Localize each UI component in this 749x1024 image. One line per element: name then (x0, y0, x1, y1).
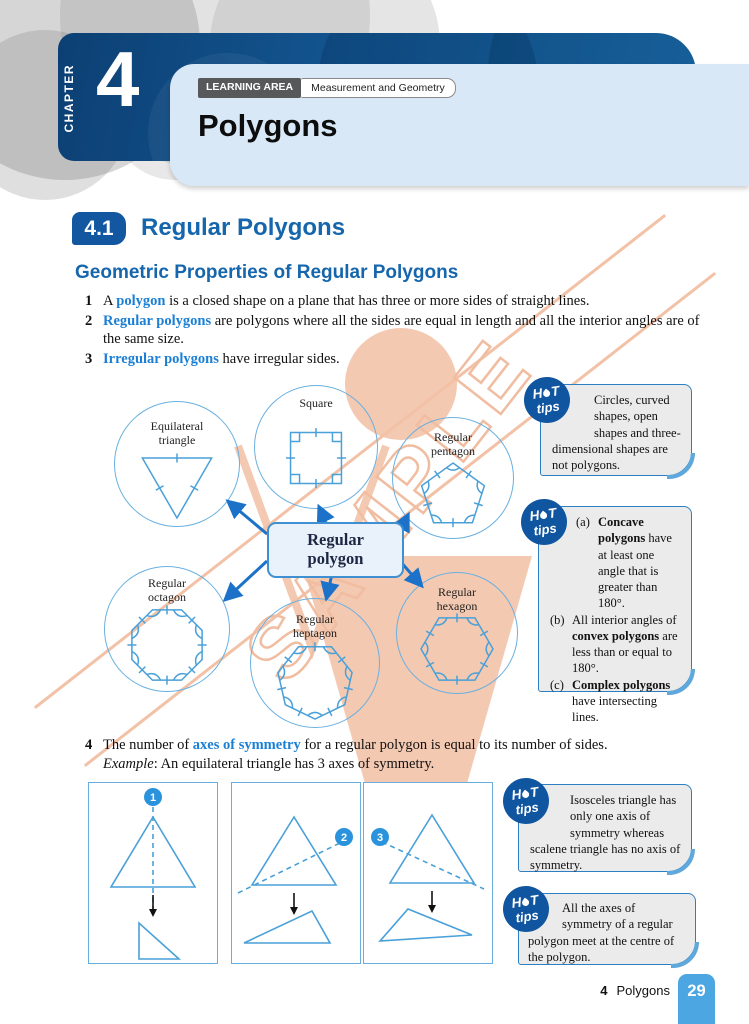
tip-text: All the axes of symmetry of a regular po… (528, 901, 675, 964)
tip-text: Circles, curved shapes, open shapes and … (552, 393, 681, 472)
circle-square: Square (254, 385, 378, 509)
chapter-banner: LEARNING AREA Measurement and Geometry P… (170, 64, 749, 186)
svg-text:1: 1 (150, 792, 156, 804)
chapter-label: CHAPTER (62, 64, 76, 133)
term-irregular-polygons: Irregular polygons (103, 350, 219, 367)
triangle-shape (141, 453, 213, 520)
term-regular-polygons: Regular polygons (103, 312, 212, 329)
circle-regular-hexagon: Regular hexagon (396, 572, 518, 694)
octagon-shape (127, 605, 207, 685)
heptagon-shape (277, 642, 353, 720)
term-axes-of-symmetry: axes of symmetry (192, 737, 301, 753)
learning-area-row: LEARNING AREA Measurement and Geometry (198, 78, 456, 98)
regular-polygon-box: Regular polygon (267, 522, 404, 578)
list-item: 1 A polygon is a closed shape on a plane… (85, 293, 590, 309)
example-label: Example (103, 755, 154, 772)
learning-area-value: Measurement and Geometry (301, 78, 456, 98)
list-item: 2 Regular polygons are polygons where al… (85, 312, 700, 347)
page-number-tab: 29 (678, 974, 715, 1024)
hexagon-shape (420, 613, 494, 685)
list-item: 3 Irregular polygons have irregular side… (85, 350, 340, 367)
section-number-badge: 4.1 (72, 212, 126, 245)
circle-equilateral-triangle: Equilateral triangle (114, 401, 240, 527)
tip-item-b: (b) All interior angles of convex polygo… (550, 612, 678, 676)
symmetry-box-3: 3 (363, 782, 493, 964)
shape-label: Regular pentagon (431, 430, 475, 458)
shape-label: Square (299, 396, 333, 410)
tip-item-a: (a) Concave polygons have at least one a… (576, 515, 672, 611)
section-title: Regular Polygons (141, 214, 346, 241)
symmetry-box-1: 1 (88, 782, 218, 964)
shape-label: Regular octagon (148, 576, 186, 604)
learning-area-badge: LEARNING AREA (198, 78, 302, 98)
square-shape (286, 428, 346, 488)
hot-tip-box-1: Circles, curved shapes, open shapes and … (540, 384, 695, 479)
circle-regular-octagon: Regular octagon (104, 566, 230, 692)
svg-text:3: 3 (377, 832, 383, 844)
symmetry-box-2: 2 (231, 782, 361, 964)
tip-item-c: (c) Complex polygons have intersecting l… (550, 677, 671, 725)
symmetry-drawing-2: 2 (237, 815, 353, 944)
chapter-number: 4 (96, 35, 140, 123)
points-list: 1 A polygon is a closed shape on a plane… (85, 293, 710, 371)
tip-text: Isosceles triangle has only one axis of … (530, 793, 681, 872)
shape-label: Equilateral triangle (150, 419, 204, 447)
symmetry-drawing-3: 3 (371, 813, 485, 942)
term-polygon: polygon (116, 293, 166, 309)
circle-regular-pentagon: Regular pentagon (392, 417, 514, 539)
pentagon-shape (420, 462, 486, 528)
symmetry-drawing-1: 1 (109, 788, 197, 960)
hot-tip-box-2: (a) Concave polygons have at least one a… (538, 506, 695, 724)
shape-label: Regular hexagon (436, 585, 478, 613)
page-title: Polygons (198, 108, 338, 143)
point-4: 4 The number of axes of symmetry for a r… (85, 737, 608, 772)
circle-regular-heptagon: Regular heptagon (250, 598, 380, 728)
shape-label: Regular heptagon (293, 612, 337, 640)
svg-text:2: 2 (341, 832, 347, 844)
section-subheading: Geometric Properties of Regular Polygons (75, 262, 459, 283)
